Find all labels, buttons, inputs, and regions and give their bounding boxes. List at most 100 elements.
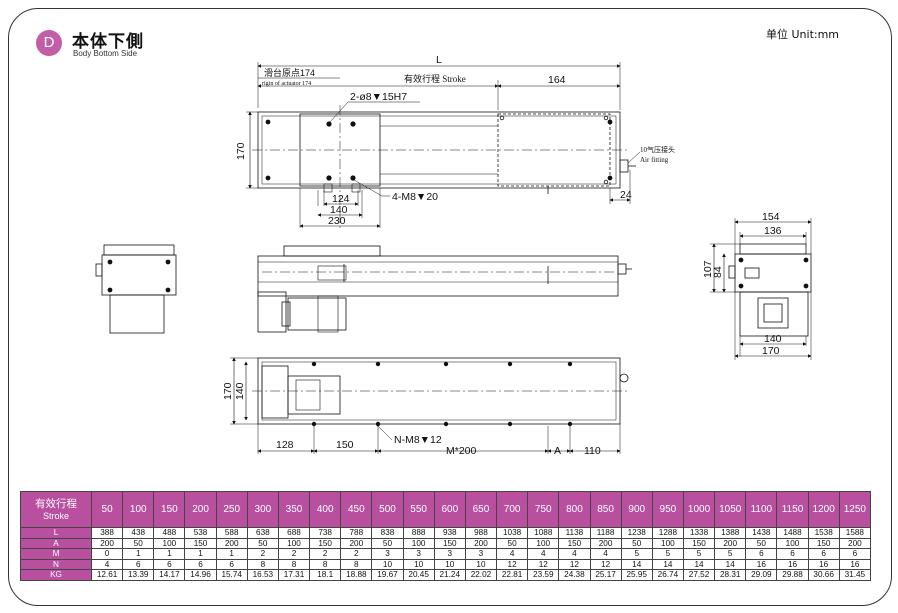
spec-cell: 6 xyxy=(776,548,809,560)
spec-cell: 1 xyxy=(215,548,248,560)
spec-cell: 200 xyxy=(589,537,622,549)
spec-cell: 3 xyxy=(371,548,404,560)
side-view xyxy=(257,245,632,333)
spec-cell: 3 xyxy=(433,548,466,560)
spec-cell: 538 xyxy=(184,527,217,539)
thread-note-top: 4-M8▼20 xyxy=(392,191,438,203)
spec-cell: 1088 xyxy=(527,527,560,539)
air-fitting-en: Air fitting xyxy=(640,156,669,164)
spec-cell: 3 xyxy=(464,548,498,560)
spec-cell: 2 xyxy=(277,548,311,560)
spec-cell: 988 xyxy=(464,527,498,539)
spec-header-en: Stroke xyxy=(42,510,69,521)
dim-170-bottom: 170 xyxy=(222,382,234,400)
spec-cell: 638 xyxy=(246,527,279,539)
spec-cell: 22.02 xyxy=(464,569,498,581)
dim-128: 128 xyxy=(276,439,294,451)
spec-cell: 14.96 xyxy=(184,569,217,581)
spec-cell: 1038 xyxy=(496,527,529,539)
spec-cell: 8 xyxy=(277,558,311,570)
spec-cell: 100 xyxy=(527,537,560,549)
dim-170-end: 170 xyxy=(762,345,780,357)
spec-cell: 18.88 xyxy=(340,569,373,581)
stroke-header-cell: 1150 xyxy=(776,491,809,528)
stroke-header-cell: 350 xyxy=(277,491,311,528)
spec-cell: 200 xyxy=(464,537,498,549)
origin-label-en: rigin of actuator 174 xyxy=(262,80,311,87)
spec-cell: 19.67 xyxy=(371,569,404,581)
unit-label: 单位 Unit:mm xyxy=(766,28,840,41)
dim-170-top: 170 xyxy=(235,142,247,160)
spec-cell: 1138 xyxy=(558,527,591,539)
spec-cell: 738 xyxy=(309,527,342,539)
spec-cell: 12 xyxy=(589,558,622,570)
spec-cell: 888 xyxy=(402,527,435,539)
spec-cell: 1538 xyxy=(807,527,840,539)
spec-cell: 0 xyxy=(90,548,124,560)
stroke-header-cell: 1250 xyxy=(838,491,872,528)
spec-header-cn: 有效行程 xyxy=(35,497,77,510)
spec-cell: 14.17 xyxy=(153,569,186,581)
spec-cell: 4 xyxy=(589,548,622,560)
spec-cell: 12 xyxy=(496,558,529,570)
spec-cell: 10 xyxy=(402,558,435,570)
spec-cell: 1288 xyxy=(651,527,684,539)
spec-cell: 438 xyxy=(122,527,155,539)
stroke-header-cell: 500 xyxy=(371,491,404,528)
top-view xyxy=(246,62,641,230)
spec-cell: 50 xyxy=(496,537,529,549)
stroke-header-cell: 800 xyxy=(558,491,591,528)
spec-row-label: N xyxy=(20,558,92,570)
spec-cell: 14 xyxy=(620,558,653,570)
spec-row-label: KG xyxy=(20,569,92,581)
right-end-view xyxy=(710,218,812,360)
dim-140-end: 140 xyxy=(764,333,782,345)
spec-cell: 1 xyxy=(122,548,155,560)
spec-cell: 4 xyxy=(527,548,560,560)
spec-cell: 6 xyxy=(153,558,186,570)
spec-cell: 8 xyxy=(340,558,373,570)
spec-cell: 8 xyxy=(246,558,279,570)
dim-164: 164 xyxy=(548,74,566,86)
spec-cell: 788 xyxy=(340,527,373,539)
spec-cell: 5 xyxy=(714,548,747,560)
air-fitting-cn: 10气压接头 xyxy=(640,145,675,154)
spec-cell: 26.74 xyxy=(651,569,684,581)
stroke-header-cell: 550 xyxy=(402,491,435,528)
spec-cell: 1338 xyxy=(682,527,716,539)
dim-154: 154 xyxy=(762,211,780,223)
dim-L: L xyxy=(436,54,442,66)
spec-row-label: A xyxy=(20,537,92,549)
spec-cell: 20.45 xyxy=(402,569,435,581)
spec-cell: 10 xyxy=(433,558,466,570)
spec-cell: 1 xyxy=(184,548,217,560)
spec-cell: 17.31 xyxy=(277,569,311,581)
spec-cell: 100 xyxy=(402,537,435,549)
spec-cell: 200 xyxy=(340,537,373,549)
stroke-header-cell: 1050 xyxy=(714,491,747,528)
spec-cell: 29.09 xyxy=(745,569,778,581)
stroke-header-cell: 400 xyxy=(309,491,342,528)
spec-cell: 16 xyxy=(745,558,778,570)
spec-cell: 200 xyxy=(714,537,747,549)
spec-cell: 838 xyxy=(371,527,404,539)
spec-cell: 23.59 xyxy=(527,569,560,581)
spec-cell: 1438 xyxy=(745,527,778,539)
spec-cell: 6 xyxy=(122,558,155,570)
spec-cell: 6 xyxy=(745,548,778,560)
dim-110: 110 xyxy=(584,445,601,457)
spec-cell: 1238 xyxy=(620,527,653,539)
hole-note-top: 2-ø8▼15H7 xyxy=(350,91,407,103)
stroke-header-cell: 950 xyxy=(651,491,684,528)
dim-a: A xyxy=(554,445,561,457)
spec-cell: 1188 xyxy=(589,527,622,539)
spec-cell: 200 xyxy=(215,537,248,549)
spec-cell: 1388 xyxy=(714,527,747,539)
section-title: 本体下側 xyxy=(72,32,144,52)
